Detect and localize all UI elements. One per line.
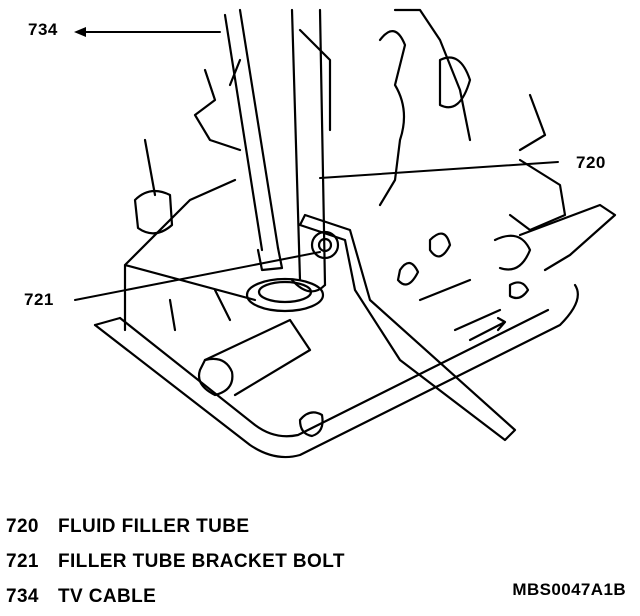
- legend-number: 721: [6, 551, 39, 572]
- legend-item-720: 720 FLUID FILLER TUBE: [6, 516, 250, 538]
- legend-number: 734: [6, 586, 39, 607]
- bracket-bolt-head: [310, 230, 340, 260]
- legend-item-721: 721 FILLER TUBE BRACKET BOLT: [6, 551, 345, 573]
- right-casting: [378, 30, 407, 207]
- leader-721: [74, 251, 321, 301]
- leader-720: [319, 161, 559, 179]
- case-body: [123, 178, 257, 332]
- legend-description: TV CABLE: [58, 586, 157, 607]
- oil-pan-outline: [93, 283, 579, 459]
- oil-pan-inner-lip: [118, 308, 550, 438]
- legend-number: 720: [6, 516, 39, 537]
- callout-721: 721: [24, 290, 54, 309]
- drain-boss: [203, 318, 312, 397]
- tv-cable: [223, 8, 280, 252]
- figure-id: MBS0047A1B: [512, 580, 626, 599]
- tube-bracket: [298, 213, 517, 442]
- tube-seal-collar: [245, 277, 325, 313]
- legend-description: FLUID FILLER TUBE: [58, 516, 250, 537]
- legend-description: FILLER TUBE BRACKET BOLT: [58, 551, 345, 572]
- callout-734: 734: [28, 20, 58, 39]
- legend-item-734: 734 TV CABLE: [6, 586, 156, 608]
- transmission-diagram: [74, 8, 617, 459]
- callout-720: 720: [576, 153, 606, 172]
